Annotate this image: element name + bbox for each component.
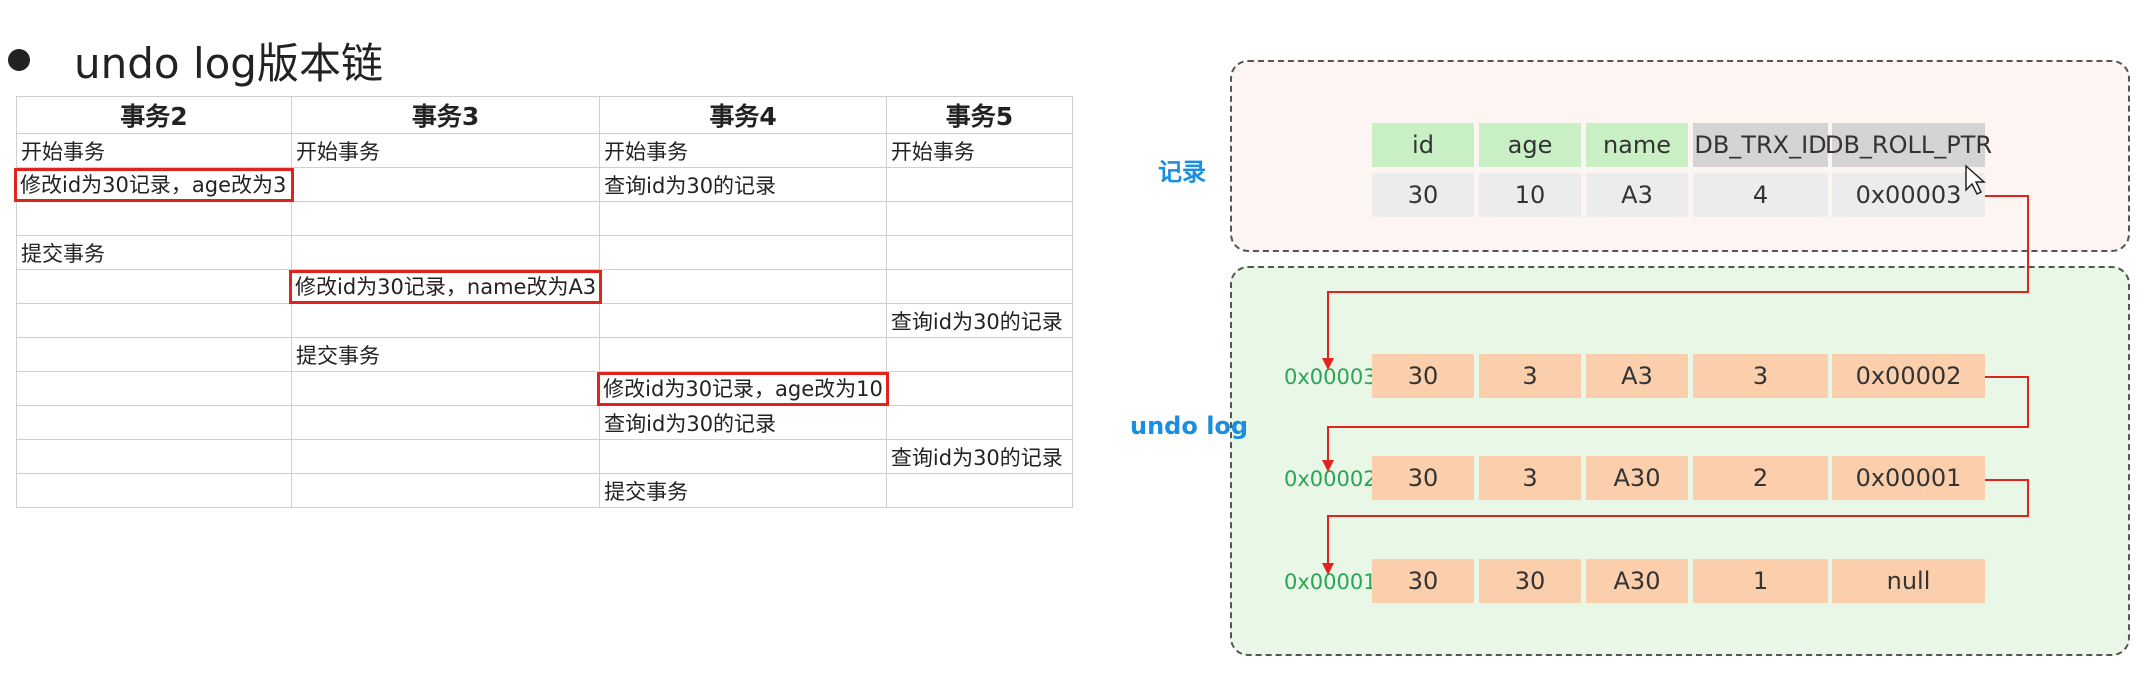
undo-cell: 30 xyxy=(1372,559,1474,603)
table-cell: 提交事务 xyxy=(599,473,887,508)
undo-cell: 3 xyxy=(1479,354,1581,398)
header-tx5: 事务5 xyxy=(885,96,1073,134)
arrow-undo1-to-undo2 xyxy=(1322,376,2029,472)
undo-cell: 1 xyxy=(1693,559,1828,603)
table-cell: 开始事务 xyxy=(290,133,601,168)
table-row: 修改id为30记录，age改为3 查询id为30的记录 xyxy=(14,167,1073,202)
transaction-table: 事务2 事务3 事务4 事务5 开始事务 开始事务 开始事务 开始事务 修改id… xyxy=(14,96,1073,508)
table-row: 查询id为30的记录 xyxy=(16,303,1073,338)
table-cell xyxy=(599,439,887,474)
record-value-name: A3 xyxy=(1586,173,1688,217)
table-cell xyxy=(290,405,601,440)
table-cell xyxy=(290,473,601,508)
undo-cell: 2 xyxy=(1693,456,1828,500)
undo-cell: 0x00002 xyxy=(1832,354,1985,398)
arrow-undo2-to-undo3 xyxy=(1322,479,2029,575)
record-header-name: name xyxy=(1586,123,1688,167)
undo-cell: A30 xyxy=(1586,559,1688,603)
table-cell xyxy=(599,269,887,304)
table-row: 修改id为30记录，age改为10 xyxy=(16,371,1073,406)
slide-title: undo log版本链 xyxy=(74,39,383,88)
undo-cell: null xyxy=(1832,559,1985,603)
table-cell xyxy=(16,405,292,440)
table-cell xyxy=(290,439,601,474)
table-cell xyxy=(599,235,887,270)
table-cell: 查询id为30的记录 xyxy=(599,167,887,202)
record-header-age: age xyxy=(1479,123,1581,167)
table-row: 提交事务 xyxy=(16,235,1073,270)
undo-cell: 3 xyxy=(1693,354,1828,398)
record-value-trx-id: 4 xyxy=(1693,173,1828,217)
table-cell: 修改id为30记录，age改为10 xyxy=(597,371,889,406)
undo-log-label: undo log xyxy=(1130,412,1249,440)
undo-cell: 3 xyxy=(1479,456,1581,500)
arrow-record-to-undo xyxy=(1322,195,2029,370)
table-row: 查询id为30的记录 xyxy=(16,405,1073,440)
table-cell xyxy=(16,337,292,372)
table-row: 修改id为30记录，name改为A3 xyxy=(16,269,1073,304)
table-row: 提交事务 xyxy=(16,473,1073,508)
table-cell xyxy=(885,269,1073,304)
record-value-age: 10 xyxy=(1479,173,1581,217)
table-cell xyxy=(885,235,1073,270)
table-cell: 查询id为30的记录 xyxy=(885,303,1073,338)
highlighted-update: 修改id为30记录，age改为10 xyxy=(597,371,889,406)
table-cell: 修改id为30记录，name改为A3 xyxy=(288,269,603,304)
table-cell: 提交事务 xyxy=(16,235,292,270)
table-cell xyxy=(16,269,292,304)
cursor-icon xyxy=(1965,164,1986,196)
undo-cell: 30 xyxy=(1372,354,1474,398)
bullet-dot xyxy=(8,49,30,71)
table-cell: 开始事务 xyxy=(885,133,1073,168)
table-cell xyxy=(290,167,601,202)
table-cell xyxy=(16,439,292,474)
table-cell xyxy=(885,473,1073,508)
undo-cell: 30 xyxy=(1479,559,1581,603)
table-cell: 开始事务 xyxy=(16,133,292,168)
record-header-trx-id: DB_TRX_ID xyxy=(1693,123,1828,167)
table-cell xyxy=(885,405,1073,440)
table-cell: 提交事务 xyxy=(290,337,601,372)
table-row: 开始事务 开始事务 开始事务 开始事务 xyxy=(16,133,1073,168)
undo-cell: 30 xyxy=(1372,456,1474,500)
record-value-id: 30 xyxy=(1372,173,1474,217)
table-cell xyxy=(16,303,292,338)
highlighted-update: 修改id为30记录，name改为A3 xyxy=(288,269,603,304)
record-header-roll-ptr: DB_ROLL_PTR xyxy=(1825,123,1992,167)
table-row: 查询id为30的记录 xyxy=(16,439,1073,474)
record-label: 记录 xyxy=(1158,158,1206,186)
undo-cell: 0x00001 xyxy=(1832,456,1985,500)
highlighted-update: 修改id为30记录，age改为3 xyxy=(14,167,294,202)
undo-cell: A30 xyxy=(1586,456,1688,500)
undo-cell: A3 xyxy=(1586,354,1688,398)
table-cell xyxy=(290,303,601,338)
record-header-id: id xyxy=(1372,123,1474,167)
table-cell: 查询id为30的记录 xyxy=(885,439,1073,474)
table-header-row: 事务2 事务3 事务4 事务5 xyxy=(16,96,1073,134)
record-value-roll-ptr: 0x00003 xyxy=(1832,173,1985,217)
